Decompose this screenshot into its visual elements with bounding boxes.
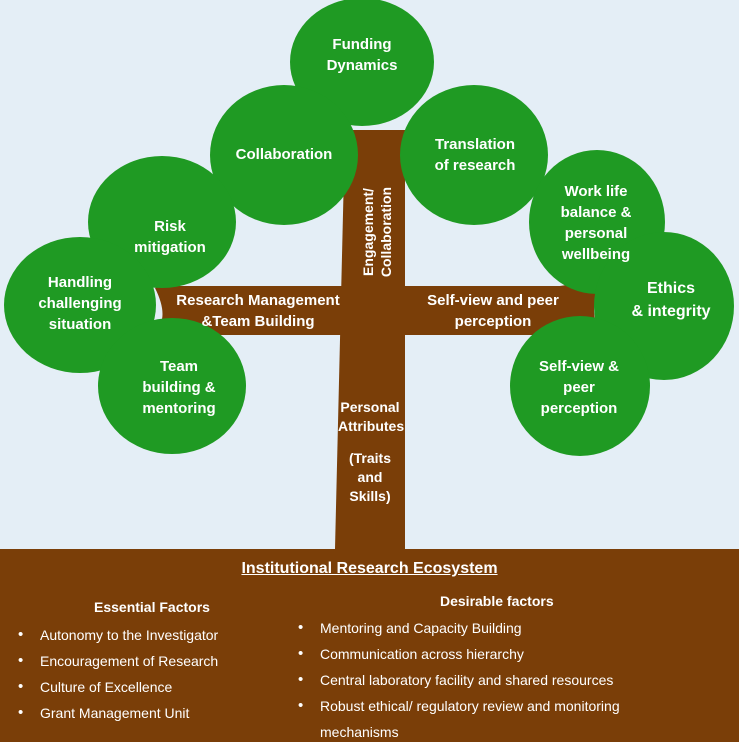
ecosystem-panel: Institutional Research Ecosystem Essenti…: [0, 549, 739, 742]
text-line: Dynamics: [326, 57, 398, 74]
text-line: mentoring: [142, 400, 216, 417]
text-line: Ethics: [646, 280, 695, 297]
text-line: & integrity: [631, 303, 711, 320]
text-line: Translation: [434, 136, 516, 153]
text-line: balance &: [560, 204, 632, 221]
text-line: wellbeing: [561, 246, 631, 263]
leaf-team: [98, 318, 246, 454]
text-line: challenging: [38, 295, 122, 312]
desirable-heading: Desirable factors: [440, 593, 554, 609]
leaf-ethics-label: Ethics & integrity: [616, 277, 726, 323]
trunk: [335, 130, 405, 549]
list-item: Mentoring and Capacity Building: [298, 615, 698, 641]
list-item: Communication across hierarchy: [298, 641, 698, 667]
text-line: Research Management: [176, 292, 340, 309]
text-line: Collaboration: [378, 186, 394, 278]
leaf-handling-label: Handling challenging situation: [18, 272, 142, 335]
trunk-label: Personal Attributes (Traits and Skills): [338, 398, 405, 506]
text-line: of research: [434, 157, 516, 174]
leaf-risk-label: Risk mitigation: [108, 216, 232, 258]
ecosystem-title: Institutional Research Ecosystem: [241, 560, 498, 577]
trunk-vertical-label: Engagement/ Collaboration: [359, 167, 395, 297]
list-item: Culture of Excellence: [18, 674, 308, 700]
leaf-translation: [400, 85, 548, 225]
list-item: Autonomy to the Investigator: [18, 622, 308, 648]
text-line: [338, 436, 402, 449]
desirable-list: Mentoring and Capacity Building Communic…: [298, 615, 698, 745]
leaf-handling: [4, 237, 156, 373]
text-line: Work life: [564, 183, 628, 200]
text-line: Self-view and peer: [427, 292, 559, 309]
text-line: perception: [540, 400, 618, 417]
leaf-translation-label: Translation of research: [416, 134, 534, 176]
text-line: Engagement/: [360, 188, 376, 276]
leaf-collaboration-label: Collaboration: [222, 144, 346, 165]
text-line: Attributes: [338, 418, 405, 434]
text-line: Collaboration: [235, 146, 333, 163]
list-item: Central laboratory facility and shared r…: [298, 667, 698, 693]
text-line: perception: [454, 313, 532, 330]
leaf-team-label: Team building & mentoring: [124, 356, 234, 419]
text-line: personal: [564, 225, 628, 242]
leaf-selfview: [510, 316, 650, 456]
text-line: Personal: [340, 399, 400, 415]
leaf-collaboration: [210, 85, 358, 225]
list-item: Grant Management Unit: [18, 700, 308, 726]
leaf-worklife-label: Work life balance & personal wellbeing: [540, 181, 652, 265]
tree-graphic: [4, 0, 734, 549]
text-line: (Traits: [348, 450, 391, 466]
text-line: building &: [142, 379, 216, 396]
leaf-selfview-label: Self-view & peer perception: [524, 356, 634, 419]
text-line: &Team Building: [201, 313, 315, 330]
text-line: Handling: [47, 274, 113, 291]
text-line: Self-view &: [538, 358, 620, 375]
essential-heading: Essential Factors: [94, 599, 210, 615]
text-line: Funding: [332, 36, 392, 53]
list-item: Robust ethical/ regulatory review and mo…: [298, 693, 698, 745]
leaf-funding-label: Funding Dynamics: [312, 34, 412, 76]
text-line: Risk: [154, 218, 186, 235]
text-line: situation: [48, 316, 112, 333]
text-line: Skills): [349, 488, 391, 504]
leaf-funding: [290, 0, 434, 126]
text-line: mitigation: [134, 239, 206, 256]
text-line: Team: [159, 358, 199, 375]
right-branch-label: Self-view and peer perception: [418, 290, 568, 332]
text-line: and: [357, 469, 383, 485]
essential-list: Autonomy to the Investigator Encourageme…: [18, 622, 308, 726]
right-branch: [390, 284, 600, 336]
left-branch: [155, 284, 350, 337]
text-line: peer: [563, 379, 595, 396]
list-item: Encouragement of Research: [18, 648, 308, 674]
left-branch-label: Research Management &Team Building: [168, 290, 348, 332]
